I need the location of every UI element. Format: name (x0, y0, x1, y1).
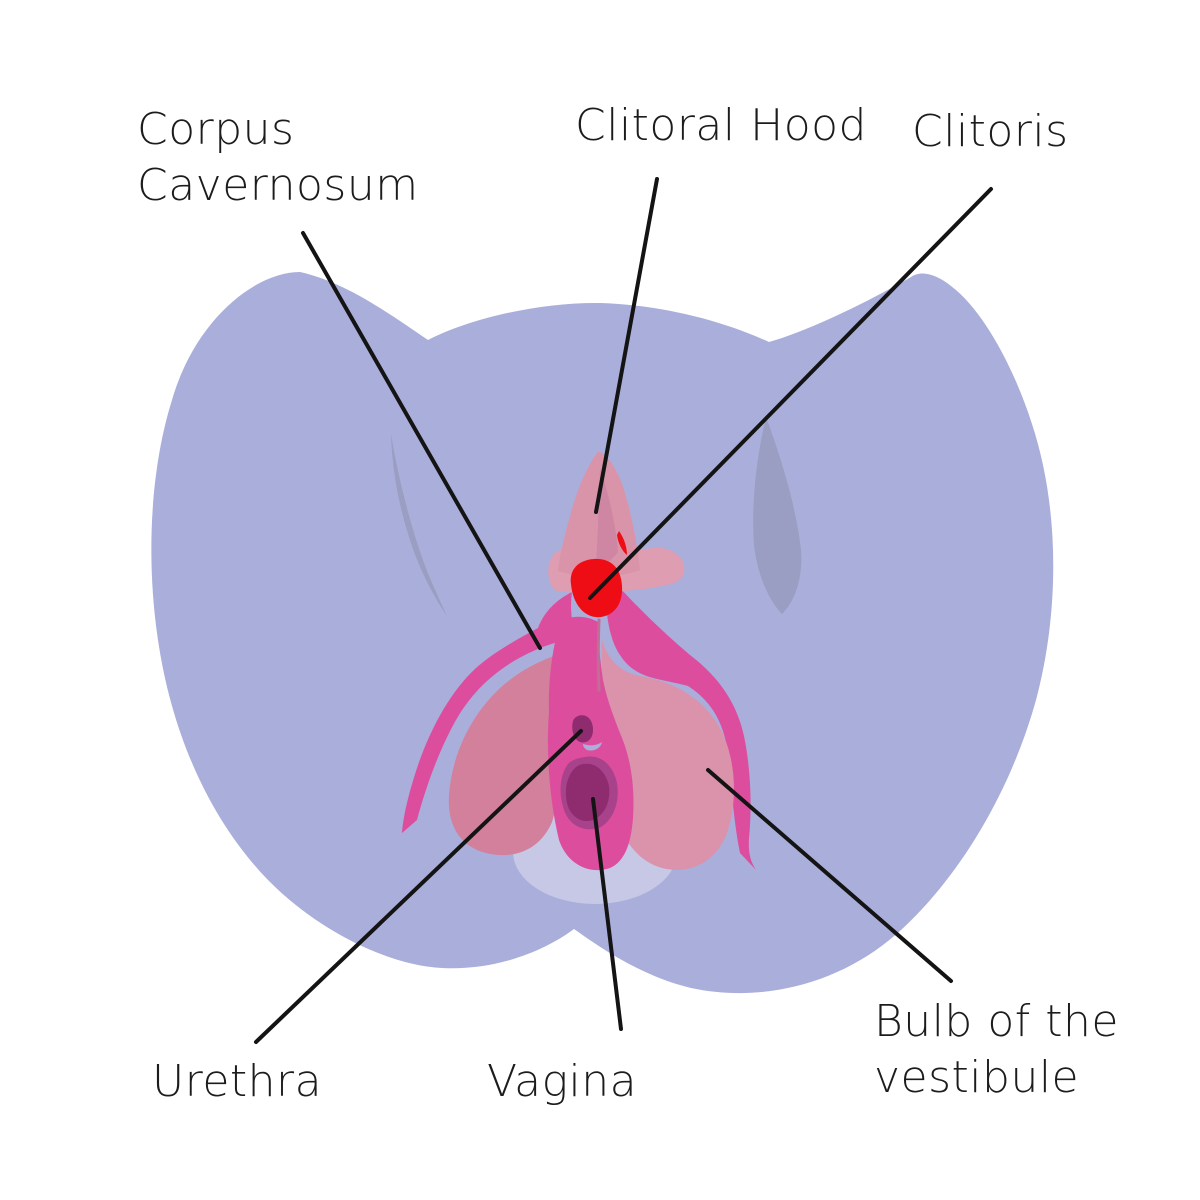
leader-line-corpus-cavernosum (301, 231, 542, 650)
corpus-cavernosum-right-shape (605, 572, 756, 870)
label-vagina: Vagina (487, 1056, 637, 1107)
corpus-cavernosum-left-shape (402, 592, 577, 833)
label-clitoral-hood: Clitoral Hood (575, 100, 867, 151)
glans-red-sliver (617, 531, 627, 555)
label-corpus-cavernosum-line2: Cavernosum (137, 160, 419, 211)
inter-opening-sliver (583, 742, 602, 751)
bulb-right-shape (601, 640, 734, 870)
leader-line-clitoris (588, 187, 993, 600)
leader-line-urethra (254, 729, 583, 1044)
body-silhouette (151, 272, 1054, 994)
label-urethra: Urethra (152, 1056, 322, 1107)
label-clitoris: Clitoris (912, 106, 1069, 157)
right-groin-crease (753, 417, 802, 614)
leader-line-vagina (591, 797, 623, 1031)
label-corpus-cavernosum-line1: Corpus (137, 104, 294, 155)
leader-line-clitoral-hood (594, 177, 659, 514)
midline-seam (596, 618, 601, 692)
vagina-opening-inner-shape (565, 763, 610, 822)
glans-clitoris-shape (570, 558, 623, 618)
label-bulb-of-vestibule-line1: Bulb of the (874, 996, 1119, 1047)
leader-line-bulb-of-vestibule (706, 768, 953, 983)
label-bulb-of-vestibule-line2: vestibule (874, 1052, 1079, 1103)
